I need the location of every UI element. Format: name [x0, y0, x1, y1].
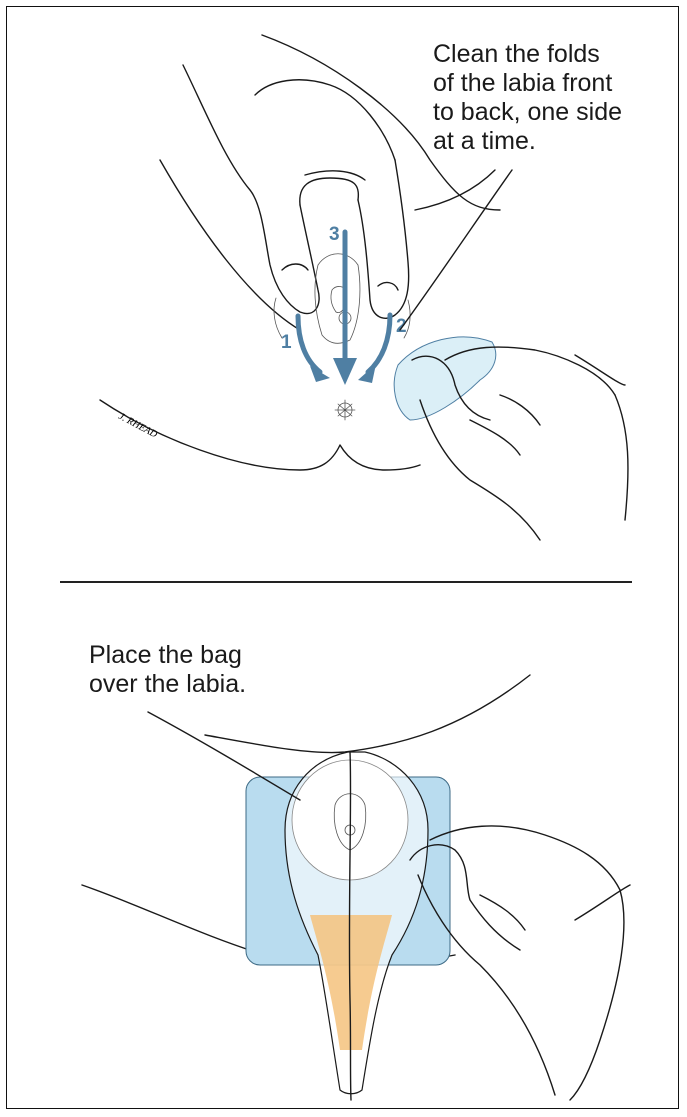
leader-line-bottom: [148, 712, 300, 800]
panel-divider: [60, 581, 632, 583]
caption-line: of the labia front: [433, 69, 622, 98]
collection-bag: [285, 752, 428, 1100]
caption-line: Place the bag: [89, 641, 246, 670]
caption-line: over the labia.: [89, 670, 246, 699]
caption-line: at a time.: [433, 127, 622, 156]
top-instruction-caption: Clean the folds of the labia front to ba…: [433, 40, 622, 156]
caption-line: to back, one side: [433, 98, 622, 127]
bottom-instruction-caption: Place the bag over the labia.: [89, 641, 246, 699]
caption-line: Clean the folds: [433, 40, 622, 69]
